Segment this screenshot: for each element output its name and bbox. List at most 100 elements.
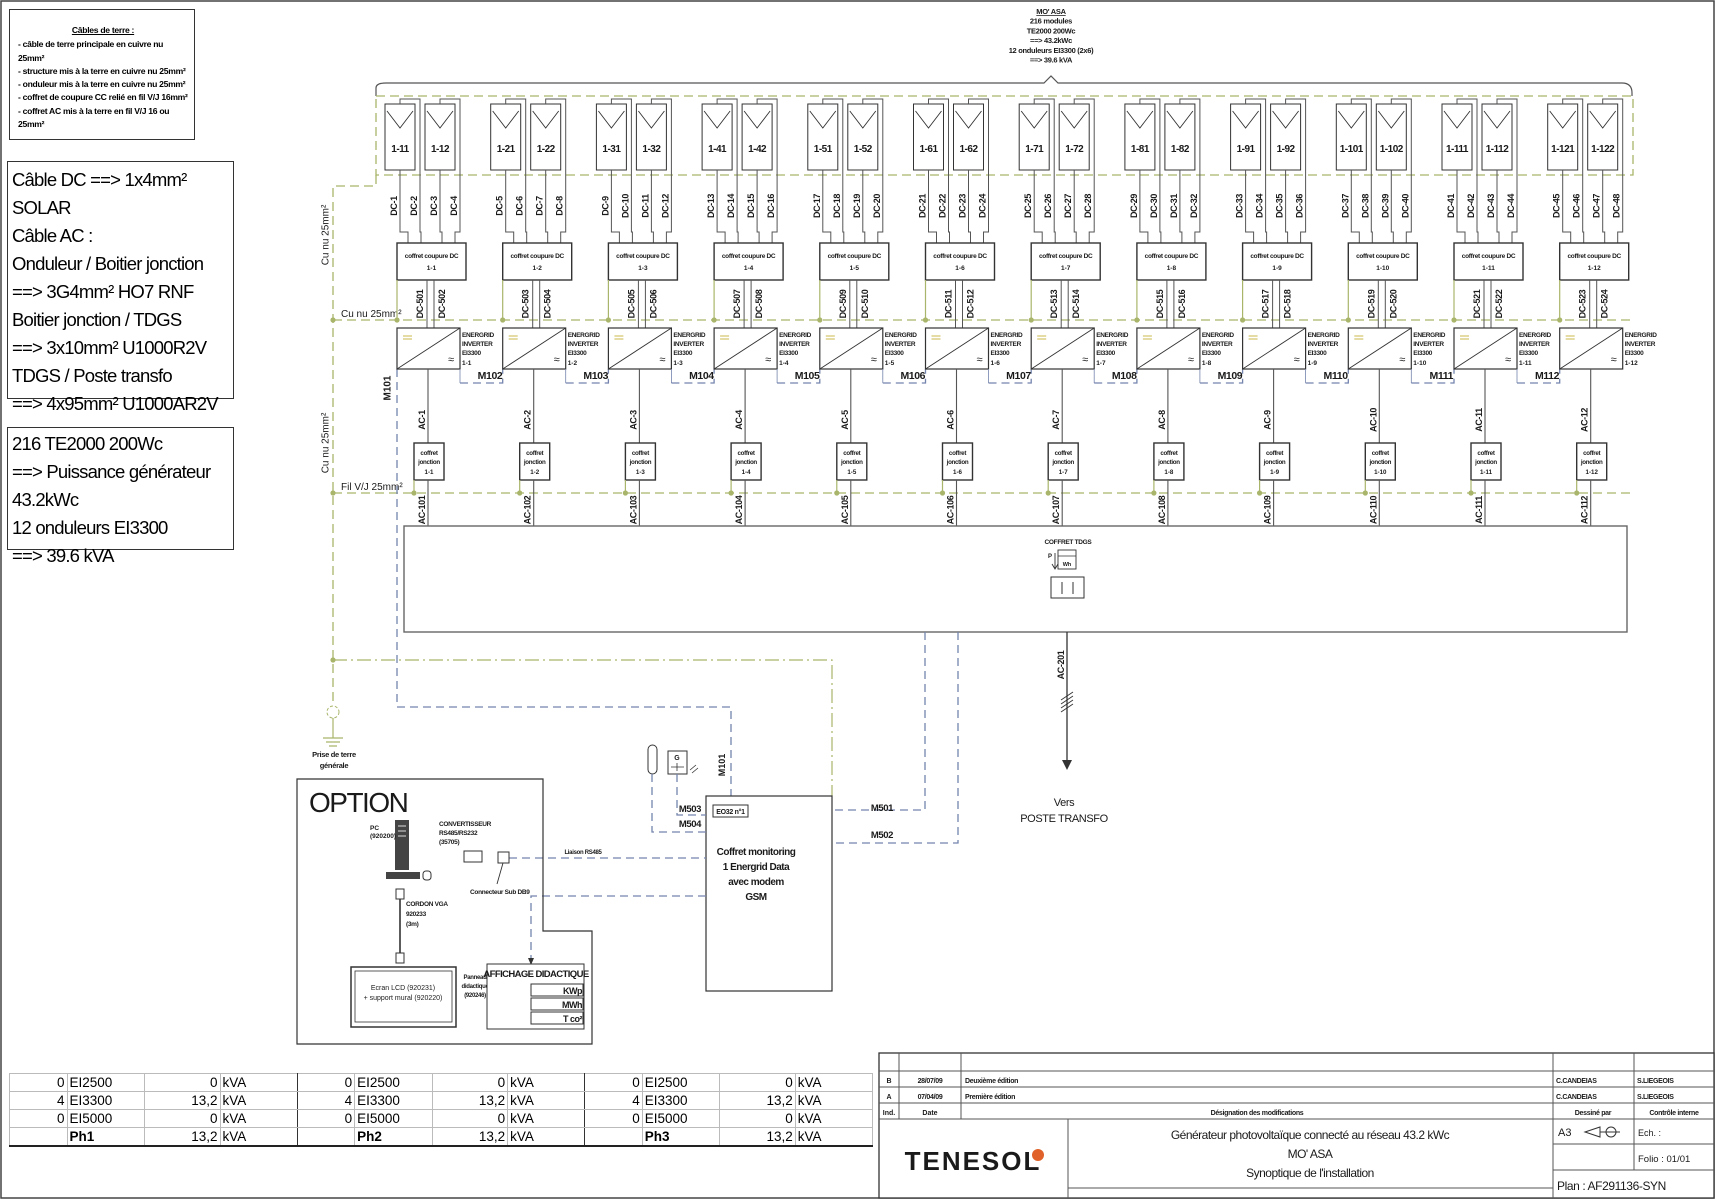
monitoring-label: avec modem [728, 877, 784, 888]
dc-string-wire [505, 170, 515, 243]
dc-cable-label: DC-39 [1380, 194, 1390, 218]
earth-junction-dot [1345, 317, 1351, 323]
ac-output-label: AC-111 [1474, 496, 1484, 524]
coffret-jonction-id: 1-7 [1059, 469, 1069, 476]
coffret-dc-id: 1-4 [744, 265, 754, 272]
pv-module-label: 1-72 [1065, 144, 1084, 155]
ac-201-label: AC-201 [1056, 650, 1066, 679]
earth-junction-dot [1028, 317, 1034, 323]
ac-cable-label: AC-2 [523, 410, 533, 430]
comm-bus-segment [460, 369, 504, 384]
inverter-label: INVERTER [1096, 341, 1127, 348]
inverter-symbol-diagonal [1559, 327, 1623, 370]
pv-module-label: 1-32 [642, 144, 661, 155]
dc-output-wires [1377, 280, 1386, 328]
dc-cable-label: DC-35 [1275, 194, 1285, 218]
ac-output-label: AC-110 [1368, 496, 1378, 525]
array-header-line: ==> 43.2kWc [1030, 36, 1072, 45]
temperature-sensor-icon [647, 744, 658, 775]
display-title: AFFICHAGE DIDACTIQUE [483, 969, 588, 980]
coffret-jonction [730, 442, 762, 481]
dc-string-wire [1073, 98, 1095, 243]
pv-module-symbol [1549, 110, 1577, 129]
comm-bus-segment [1199, 369, 1244, 384]
earth-junction-dot [817, 317, 823, 323]
array-header-line: ==> 39.6 kVA [1030, 56, 1073, 65]
earth-junction-dot [605, 317, 612, 323]
ac-output-label: AC-112 [1580, 496, 1590, 525]
coffret-jonction-title: jonction [1263, 459, 1286, 466]
dc-string-wire [1033, 170, 1043, 243]
m502-label: M502 [871, 830, 893, 841]
dc-string-wire [505, 98, 528, 243]
cable-spec-line: TDGS / Poste transfo [12, 365, 173, 386]
keyboard-icon [386, 872, 420, 879]
summary-line: 12 onduleurs EI3300 [12, 517, 168, 538]
inverter-label: INVERTER [1519, 341, 1550, 348]
inverter-count: 4 [296, 1091, 356, 1110]
phase-total: 13,2 [431, 1127, 509, 1147]
comm-bus-segment [1517, 369, 1561, 384]
dc-string-wire [756, 98, 778, 243]
dc-string-wire [1456, 98, 1479, 243]
coffret-jonction-title: jonction [1051, 459, 1074, 466]
pv-module-symbol [1020, 110, 1048, 129]
earth-junction-dot [1362, 490, 1368, 496]
coffret-jonction-title: jonction [1157, 459, 1180, 466]
earth-link-icon [326, 705, 340, 719]
lcd-screen [350, 966, 457, 1028]
earth-junction-dot [500, 317, 506, 323]
pv-module-label: 1-122 [1591, 144, 1615, 155]
phase-power: 13,2 [143, 1091, 221, 1110]
arrow-down-icon [1062, 760, 1072, 770]
earth-junction-dot [517, 490, 523, 496]
dc-output-wires [1589, 280, 1598, 328]
earth-cable-line: - câble de terre principale en cuivre nu… [18, 39, 164, 63]
unit: kVA [507, 1127, 586, 1147]
revision-checked-by: S.LIEGEOIS [1637, 1094, 1674, 1101]
dc-output-wires [637, 280, 646, 328]
energy-meter [1057, 549, 1077, 570]
inverter-label: INVERTER [462, 341, 493, 348]
inverter-label: EI3300 [779, 350, 798, 357]
m503-label: M503 [679, 804, 701, 815]
eo32-module [712, 804, 749, 818]
display-link-line [530, 895, 706, 960]
m501-line [832, 632, 926, 811]
dc-output-label: DC-512 [966, 289, 976, 318]
summary-line: ==> Puissance générateur 43.2kWc [12, 461, 211, 510]
projection-symbol-icon [1583, 1126, 1620, 1138]
coffret-coupure-dc [819, 242, 890, 281]
dc-string-wire [928, 170, 937, 243]
coffret-jonction-id: 1-10 [1374, 469, 1387, 476]
dc-string-wire [1073, 170, 1077, 243]
revision-date: 07/04/09 [918, 1094, 943, 1101]
ac-cable-label: AC-7 [1051, 410, 1061, 430]
dc-string-wire [1245, 98, 1268, 243]
dc-cable-label: DC-43 [1486, 194, 1496, 218]
cable-spec-line: ==> 3x10mm² U1000R2V [12, 337, 207, 358]
inverter-label: ENERGRID [1519, 332, 1552, 339]
irradiance-sensor-label: G [674, 755, 680, 762]
coffret-jonction-title: coffret [738, 450, 755, 457]
dc-cable-label: DC-24 [978, 194, 988, 218]
ac-symbol-icon: ≈ [448, 354, 454, 366]
pc-label: (920200) [370, 833, 396, 840]
inverter-id: 1-10 [1413, 360, 1426, 367]
dc-string-wire [610, 170, 620, 243]
dc-string-wire [862, 170, 866, 243]
revision-checked-by: S.LIEGEOIS [1637, 1078, 1674, 1085]
vga-label: (3m) [406, 921, 419, 928]
coffret-jonction-id: 1-8 [1164, 469, 1174, 476]
pv-module-label: 1-22 [537, 144, 556, 155]
phase-name: Ph2 [354, 1127, 433, 1147]
inverter-count: 4 [584, 1091, 643, 1110]
dc-string-wire [439, 98, 461, 243]
display-counter [530, 997, 584, 1011]
m101-label: M101 [383, 375, 394, 400]
dc-output-wires [955, 280, 963, 328]
dc-output-label: DC-522 [1494, 289, 1504, 318]
